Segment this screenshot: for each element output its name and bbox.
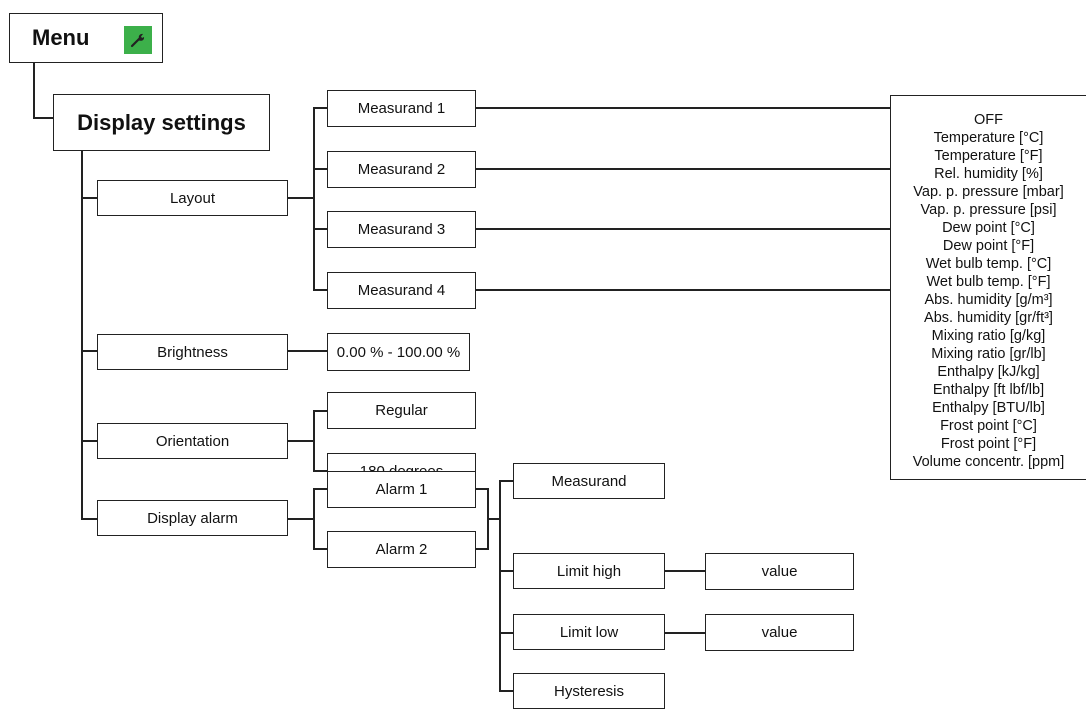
option-item[interactable]: Volume concentr. [ppm] (912, 454, 1065, 470)
connector-line (33, 117, 54, 119)
option-item[interactable]: Mixing ratio [g/kg] (931, 328, 1046, 344)
option-item[interactable]: Abs. humidity [gr/ft³] (924, 310, 1053, 326)
connector-line (475, 289, 890, 291)
wrench-icon (124, 26, 152, 54)
brightness-node[interactable]: Brightness (97, 334, 288, 370)
connector-line (81, 350, 97, 352)
measurand-4-label: Measurand 4 (357, 282, 446, 299)
connector-line (313, 410, 327, 412)
option-item[interactable]: Vap. p. pressure [psi] (920, 202, 1057, 218)
connector-line (81, 197, 97, 199)
connector-line (313, 410, 315, 472)
alarm-1-label: Alarm 1 (375, 481, 428, 498)
measurand-options-list: OFF Temperature [°C] Temperature [°F] Re… (890, 95, 1086, 480)
measurand-1-label: Measurand 1 (357, 100, 446, 117)
option-item[interactable]: Enthalpy [kJ/kg] (937, 364, 1040, 380)
option-item[interactable]: Temperature [°C] (933, 130, 1044, 146)
option-item[interactable]: Frost point [°F] (940, 436, 1037, 452)
orientation-regular-label: Regular (375, 402, 428, 419)
option-item[interactable]: Enthalpy [BTU/lb] (932, 400, 1045, 416)
connector-line (313, 228, 327, 230)
connector-line (664, 570, 705, 572)
option-item[interactable]: Abs. humidity [g/m³] (924, 292, 1053, 308)
connector-line (287, 197, 315, 199)
option-item[interactable]: Dew point [°F] (942, 238, 1035, 254)
option-item[interactable]: Rel. humidity [%] (934, 166, 1043, 182)
limit-low-value-node[interactable]: value (705, 614, 854, 651)
connector-line (313, 488, 327, 490)
connector-line (499, 480, 501, 692)
limit-low-node[interactable]: Limit low (513, 614, 665, 650)
alarm-measurand-node[interactable]: Measurand (513, 463, 665, 499)
limit-high-value-label: value (761, 563, 798, 580)
measurand-3-label: Measurand 3 (357, 221, 446, 238)
orientation-node[interactable]: Orientation (97, 423, 288, 459)
alarm-2-node[interactable]: Alarm 2 (327, 531, 476, 568)
limit-high-label: Limit high (556, 562, 622, 580)
hysteresis-label: Hysteresis (553, 682, 624, 700)
connector-line (499, 480, 513, 482)
connector-line (313, 168, 327, 170)
brightness-label: Brightness (157, 343, 228, 361)
measurand-1-node[interactable]: Measurand 1 (327, 90, 476, 127)
connector-line (81, 150, 83, 520)
option-item[interactable]: Wet bulb temp. [°F] (926, 274, 1051, 290)
connector-line (313, 470, 327, 472)
connector-line (475, 228, 890, 230)
limit-high-value-node[interactable]: value (705, 553, 854, 590)
menu-label: Menu (32, 25, 90, 50)
option-item[interactable]: Vap. p. pressure [mbar] (913, 184, 1064, 200)
menu-node[interactable]: Menu (9, 13, 163, 63)
limit-low-label: Limit low (559, 623, 619, 641)
option-item[interactable]: Enthalpy [ft lbf/lb] (932, 382, 1045, 398)
option-item[interactable]: Wet bulb temp. [°C] (925, 256, 1052, 272)
layout-node[interactable]: Layout (97, 180, 288, 216)
display-settings-node[interactable]: Display settings (53, 94, 270, 151)
alarm-1-node[interactable]: Alarm 1 (327, 471, 476, 508)
measurand-3-node[interactable]: Measurand 3 (327, 211, 476, 248)
connector-line (487, 518, 501, 520)
option-item[interactable]: Temperature [°F] (934, 148, 1043, 164)
connector-line (499, 690, 513, 692)
brightness-range-node[interactable]: 0.00 % - 100.00 % (327, 333, 470, 371)
connector-line (81, 440, 97, 442)
option-item[interactable]: Mixing ratio [gr/lb] (931, 346, 1046, 362)
connector-line (313, 107, 327, 109)
limit-high-node[interactable]: Limit high (513, 553, 665, 589)
option-item[interactable]: Dew point [°C] (942, 220, 1035, 236)
measurand-2-node[interactable]: Measurand 2 (327, 151, 476, 188)
measurand-4-node[interactable]: Measurand 4 (327, 272, 476, 309)
connector-line (33, 62, 35, 119)
connector-line (475, 168, 890, 170)
orientation-regular-node[interactable]: Regular (327, 392, 476, 429)
brightness-range-label: 0.00 % - 100.00 % (336, 343, 461, 361)
hysteresis-node[interactable]: Hysteresis (513, 673, 665, 709)
connector-line (475, 107, 890, 109)
limit-low-value-label: value (761, 624, 798, 641)
connector-line (313, 289, 327, 291)
display-alarm-node[interactable]: Display alarm (97, 500, 288, 536)
connector-line (287, 440, 315, 442)
connector-line (313, 107, 315, 291)
option-item[interactable]: OFF (974, 112, 1003, 128)
connector-line (475, 488, 489, 490)
display-alarm-label: Display alarm (147, 509, 238, 527)
measurand-2-label: Measurand 2 (357, 161, 446, 178)
connector-line (499, 570, 513, 572)
connector-line (499, 632, 513, 634)
option-item[interactable]: Frost point [°C] (940, 418, 1037, 434)
display-settings-label: Display settings (77, 109, 246, 135)
layout-label: Layout (169, 189, 216, 207)
connector-line (287, 350, 327, 352)
alarm-2-label: Alarm 2 (375, 541, 428, 558)
connector-line (81, 518, 97, 520)
orientation-label: Orientation (155, 432, 230, 450)
connector-line (287, 518, 315, 520)
connector-line (313, 548, 327, 550)
connector-line (664, 632, 705, 634)
connector-line (475, 548, 489, 550)
connector-line (313, 488, 315, 550)
alarm-measurand-label: Measurand (551, 472, 627, 490)
